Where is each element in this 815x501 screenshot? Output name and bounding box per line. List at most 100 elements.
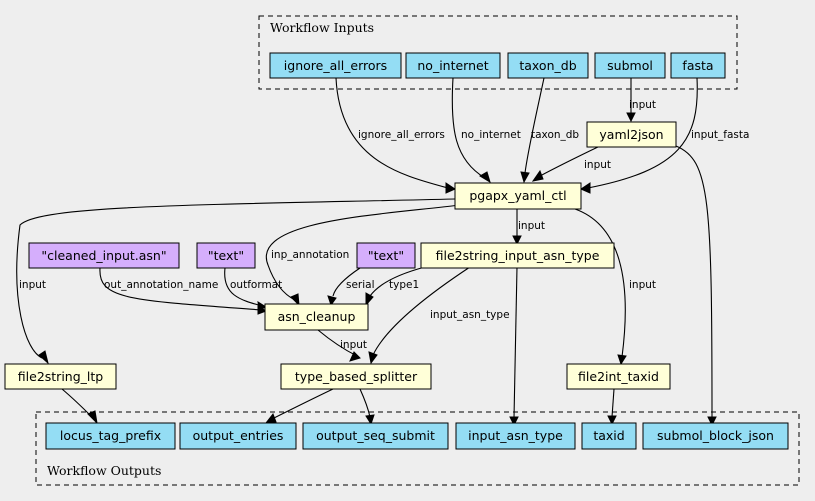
- node-box: [507, 52, 589, 79]
- step-node-asn-cleanup[interactable]: asn_cleanup: [264, 303, 369, 331]
- literal-node-text-2[interactable]: "text": [356, 242, 416, 269]
- output-node-input-asn-type[interactable]: input_asn_type: [455, 422, 576, 450]
- node-label: submol: [607, 58, 653, 73]
- output-node-output-seq-submit[interactable]: output_seq_submit: [302, 422, 449, 450]
- edge-yaml2json-pgapx: [539, 145, 601, 177]
- edge-taxon-db: [524, 77, 545, 174]
- edge-splitter-output-seq-submit: [359, 388, 371, 418]
- edge-yaml2json-submol-block: [675, 145, 713, 421]
- edge-label: input: [629, 279, 656, 291]
- edge-file2int-taxid: [611, 388, 615, 418]
- input-node-taxon-db[interactable]: taxon_db: [507, 52, 589, 79]
- node-box: [566, 363, 671, 390]
- literal-node-cleaned-input[interactable]: "cleaned_input.asn": [28, 242, 180, 269]
- node-box: [405, 52, 501, 79]
- edge-label: input_asn_type: [430, 309, 510, 321]
- edge-pgapx-file2int: [574, 208, 626, 358]
- edge-arrowhead: [349, 351, 361, 362]
- node-box: [594, 52, 666, 79]
- step-node-type-based-splitter[interactable]: type_based_splitter: [280, 363, 432, 390]
- node-box: [455, 422, 576, 450]
- step-node-pgapx-yaml-ctl[interactable]: pgapx_yaml_ctl: [454, 182, 582, 210]
- node-label: "text": [208, 248, 244, 263]
- output-node-output-entries[interactable]: output_entries: [179, 422, 297, 450]
- edge-text1-asn-cleanup: [224, 267, 263, 307]
- edge-ltp-locus-tag: [61, 388, 93, 418]
- edge-label: input_fasta: [691, 129, 749, 141]
- node-label: no_internet: [417, 58, 488, 73]
- node-label: submol_block_json: [657, 428, 774, 443]
- edge-ignore-all-errors: [335, 77, 449, 189]
- edge-splitter-output-entries: [271, 388, 334, 420]
- edge-label: taxon_db: [531, 129, 579, 141]
- edge-arrowhead: [368, 351, 378, 365]
- input-node-fasta[interactable]: fasta: [670, 52, 726, 79]
- node-label: fasta: [682, 58, 713, 73]
- edge-text2-asn-cleanup: [332, 267, 361, 297]
- input-node-no-internet[interactable]: no_internet: [405, 52, 501, 79]
- node-label: file2string_ltp: [18, 369, 103, 384]
- step-node-file2string-input-asn-type[interactable]: file2string_input_asn_type: [420, 242, 615, 269]
- edge-arrowhead: [365, 414, 375, 426]
- node-label: input_asn_type: [468, 428, 563, 443]
- edge-f2s-asn-cleanup: [369, 266, 426, 297]
- node-box: [454, 182, 582, 210]
- node-box: [581, 422, 637, 450]
- edge-label: input: [340, 339, 367, 351]
- edges: [16, 77, 717, 427]
- node-box: [28, 242, 180, 269]
- edge-arrowhead: [365, 292, 374, 307]
- workflow-inputs-label: Workflow Inputs: [270, 20, 374, 35]
- step-node-yaml2json[interactable]: yaml2json: [586, 121, 677, 148]
- edge-label: type1: [389, 279, 419, 291]
- edge-label: input: [584, 159, 611, 171]
- node-box: [642, 422, 789, 450]
- step-node-file2string-ltp[interactable]: file2string_ltp: [4, 363, 117, 390]
- node-label: "text": [368, 248, 404, 263]
- node-label: output_seq_submit: [316, 428, 435, 443]
- edge-label: input: [19, 279, 46, 291]
- edge-arrowhead: [327, 295, 337, 307]
- workflow-outputs-label: Workflow Outputs: [47, 463, 161, 478]
- edge-pgapx-file2string-ltp: [16, 198, 456, 359]
- output-node-taxid[interactable]: taxid: [581, 422, 637, 450]
- output-node-submol-block-json[interactable]: submol_block_json: [642, 422, 789, 450]
- node-label: file2string_input_asn_type: [436, 248, 600, 263]
- edge-label: inp_annotation: [271, 249, 349, 261]
- literal-node-text-1[interactable]: "text": [196, 242, 256, 269]
- edge-cleaned-input-asn-cleanup: [99, 267, 263, 311]
- input-node-ignore-all-errors[interactable]: ignore_all_errors: [269, 52, 402, 79]
- edge-f2s-input-asn-type: [513, 266, 518, 419]
- edge-arrowhead: [509, 416, 519, 427]
- node-box: [264, 303, 369, 331]
- node-box: [420, 242, 615, 269]
- input-node-submol[interactable]: submol: [594, 52, 666, 79]
- edge-arrowhead: [520, 171, 530, 184]
- node-box: [280, 363, 432, 390]
- edge-label: serial: [346, 279, 375, 291]
- edge-arrowhead: [257, 301, 268, 311]
- edge-arrowhead: [290, 293, 300, 307]
- node-box: [4, 363, 117, 390]
- edge-label: input: [518, 220, 545, 232]
- edge-arrowhead: [38, 350, 49, 365]
- workflow-inputs-cluster: [258, 15, 738, 90]
- node-label: "cleaned_input.asn": [41, 248, 166, 263]
- edge-no-internet: [451, 77, 486, 179]
- output-node-locus-tag-prefix[interactable]: locus_tag_prefix: [45, 422, 176, 450]
- node-label: pgapx_yaml_ctl: [469, 188, 566, 203]
- edge-label: out_annotation_name: [104, 279, 218, 291]
- edge-arrowhead: [512, 235, 522, 246]
- node-box: [179, 422, 297, 450]
- node-box: [670, 52, 726, 79]
- node-label: asn_cleanup: [278, 309, 356, 324]
- workflow-outputs-cluster: [35, 411, 800, 486]
- node-label: type_based_splitter: [295, 369, 418, 384]
- edge-label: no_internet: [461, 129, 521, 141]
- edge-label: input: [629, 99, 656, 111]
- edge-arrowhead: [479, 171, 491, 184]
- edge-arrowhead: [707, 416, 717, 427]
- node-label: yaml2json: [599, 127, 663, 142]
- step-node-file2int-taxid[interactable]: file2int_taxid: [566, 363, 671, 390]
